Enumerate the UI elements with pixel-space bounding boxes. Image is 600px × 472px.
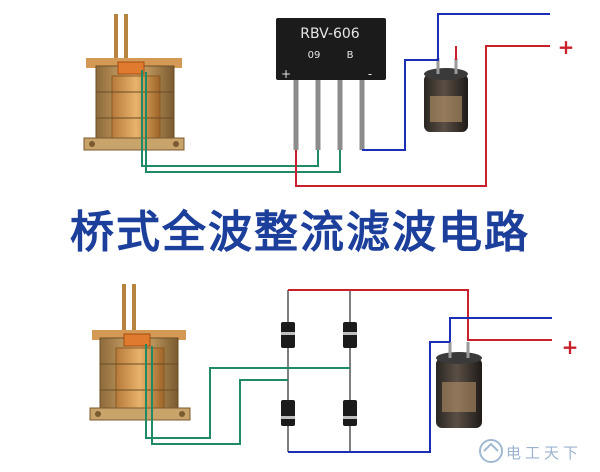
diagram-title: 桥式全波整流滤波电路 <box>70 207 530 258</box>
bottom-wiring <box>145 289 552 453</box>
top-wiring <box>141 13 550 187</box>
bottom-diode-bridge <box>281 290 357 452</box>
bridge-code-left: 09 <box>308 50 321 61</box>
top-plus-label: + <box>558 35 575 59</box>
top-capacitor <box>424 58 468 132</box>
watermark-logo-icon <box>479 439 503 463</box>
top-bridge-rectifier: RBV-606 09 B + - <box>276 18 386 150</box>
bridge-pin-plus: + <box>281 67 291 81</box>
bridge-pin-minus: - <box>368 67 372 81</box>
bottom-transformer <box>89 284 191 421</box>
bridge-code-right: B <box>347 50 354 61</box>
top-transformer <box>83 14 185 151</box>
bridge-part-number: RBV-606 <box>300 26 360 42</box>
watermark-text: 电工天下 <box>506 444 583 462</box>
watermark: 电工天下 <box>476 436 596 466</box>
bottom-plus-label: + <box>562 335 579 359</box>
bottom-capacitor <box>436 342 482 428</box>
